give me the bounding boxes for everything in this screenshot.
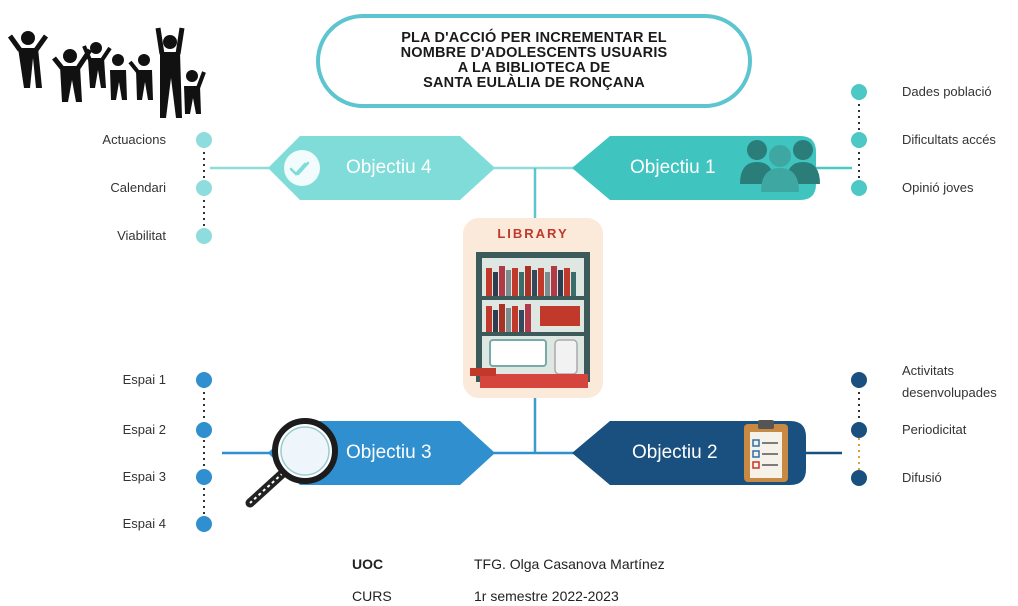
obj3-item-label: Espai 1 <box>122 372 166 387</box>
objective-4-shape <box>268 136 495 200</box>
obj3-item-label: Espai 4 <box>122 516 166 531</box>
obj2-dot <box>851 372 867 388</box>
obj2-dot <box>851 470 867 486</box>
obj1-item-label: Opinió joves <box>902 180 974 195</box>
footer-key-curs: CURS <box>352 588 392 604</box>
obj4-item-label: Viabilitat <box>117 228 166 243</box>
obj4-item-label: Actuacions <box>102 132 166 147</box>
double-check-icon <box>284 150 320 186</box>
objective-2-label: Objectiu 2 <box>632 442 718 463</box>
obj3-dot <box>196 469 212 485</box>
library-shelf-icon <box>463 218 603 398</box>
obj3-item-label: Espai 2 <box>122 422 166 437</box>
footer-author: TFG. Olga Casanova Martínez <box>474 556 665 572</box>
magnifier-icon <box>245 418 338 508</box>
obj1-item-label: Dificultats accés <box>902 132 996 147</box>
page-title: PLA D'ACCIÓ PER INCREMENTAR EL NOMBRE D'… <box>400 30 668 91</box>
obj4-item-label: Calendari <box>110 180 166 195</box>
obj3-dot <box>196 516 212 532</box>
objective-4-label: Objectiu 4 <box>346 157 432 178</box>
clipboard-checklist-icon <box>744 420 788 482</box>
library-sign-text: LIBRARY <box>497 226 568 241</box>
obj1-item-label: Dades població <box>902 84 992 99</box>
obj2-item-label: Activitats desenvolupades <box>902 363 997 400</box>
obj2-item-label: Difusió <box>902 470 942 485</box>
obj2-dot <box>851 422 867 438</box>
obj2-item-label: Periodicitat <box>902 422 967 437</box>
obj3-dot <box>196 422 212 438</box>
obj4-dot <box>196 132 212 148</box>
footer-key-uoc: UOC <box>352 556 384 572</box>
people-group-icon <box>740 140 820 192</box>
objective-1-label: Objectiu 1 <box>630 157 716 178</box>
title-box: PLA D'ACCIÓ PER INCREMENTAR EL NOMBRE D'… <box>316 14 752 108</box>
obj1-dot <box>851 84 867 100</box>
obj1-dot <box>851 132 867 148</box>
obj3-item-label: Espai 3 <box>122 469 166 484</box>
jumping-teens-silhouette-icon <box>7 27 206 118</box>
obj3-dot <box>196 372 212 388</box>
obj1-dot <box>851 180 867 196</box>
obj4-dot <box>196 228 212 244</box>
footer-semester: 1r semestre 2022-2023 <box>474 588 619 604</box>
objective-3-label: Objectiu 3 <box>346 442 432 463</box>
obj4-dot <box>196 180 212 196</box>
